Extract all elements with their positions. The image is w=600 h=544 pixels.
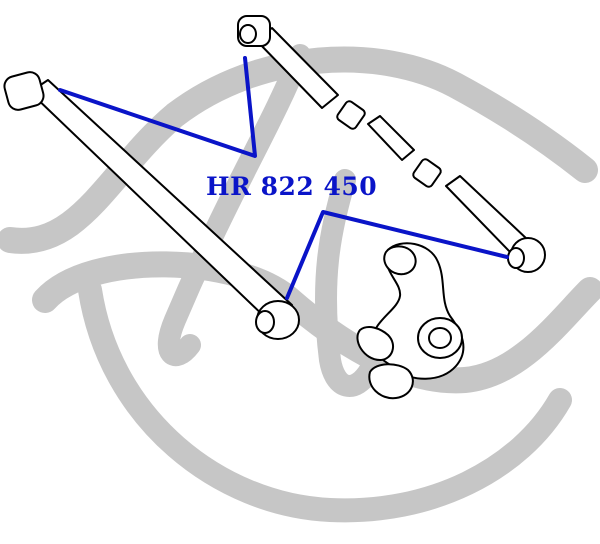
adjuster-nut-1: [336, 100, 366, 130]
knuckle-lower-mount: [368, 363, 414, 400]
adjuster-thread: [367, 115, 415, 161]
bushing-upper-right-end-face: [507, 247, 525, 269]
watermark-h-right-stroke: [314, 169, 381, 397]
knuckle-arm-left: [356, 326, 395, 361]
knuckle-upper-mount: [383, 245, 417, 276]
watermark-h-left-stroke: [157, 44, 311, 367]
watermark-lower-swoosh: [32, 251, 600, 394]
leader-line-lower-right: [285, 210, 509, 300]
leader-line-upper-arm: [58, 56, 257, 158]
hub-bore-inner: [428, 327, 452, 349]
adjuster-nut-2: [412, 158, 442, 188]
upper-arm-end-face: [239, 24, 257, 44]
lower-arm-end-left: [3, 71, 45, 111]
watermark-bottom-curve: [78, 278, 572, 523]
part-number-label: HR 822 450: [206, 172, 378, 201]
leader-lines: [58, 56, 509, 300]
suspension-drawing: [3, 15, 546, 400]
watermark-logo: [0, 44, 600, 523]
bushing-lower-left-end-face: [255, 310, 275, 334]
